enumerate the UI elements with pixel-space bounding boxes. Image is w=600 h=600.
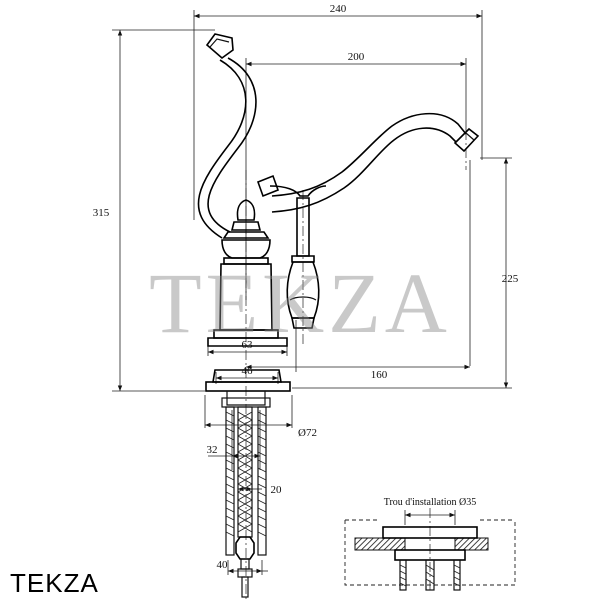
dim-spout-offset: 160 (371, 369, 388, 381)
install-hole-title: Trou d'installation Ø35 (384, 497, 477, 508)
dim-shank-length: 40 (217, 559, 229, 571)
dim-base-width: 63 (242, 339, 254, 351)
dim-spout-height: 225 (502, 273, 519, 285)
base-plinth (207, 337, 288, 347)
dimension-lines (117, 13, 509, 574)
dim-overall-width: 240 (330, 3, 347, 15)
dim-spout-reach: 200 (348, 51, 365, 63)
lever-knob (205, 33, 234, 60)
dome-cap (222, 231, 270, 239)
install-detail (344, 508, 516, 591)
spout-lower (271, 127, 457, 213)
dim-rod-spacing: 32 (207, 444, 218, 456)
watermark-text: TEKZA (149, 255, 451, 351)
dimension-labels: 240 200 315 225 63 46 160 Ø72 32 20 40 T… (93, 3, 519, 571)
center-lines (245, 130, 467, 600)
lever-arm (207, 57, 257, 233)
hose-nut (235, 536, 255, 560)
top-finial (236, 199, 256, 221)
faucet-body (197, 33, 480, 598)
spout-upper (271, 112, 467, 197)
spout-outlet (453, 127, 480, 153)
brand-logo-text: TEKZA (10, 568, 99, 598)
dim-flange-diameter: Ø72 (298, 427, 317, 439)
dim-body-width: 46 (242, 365, 254, 377)
dim-total-height: 315 (93, 207, 110, 219)
dim-hose-width: 20 (271, 484, 283, 496)
supply-rods (225, 406, 267, 598)
